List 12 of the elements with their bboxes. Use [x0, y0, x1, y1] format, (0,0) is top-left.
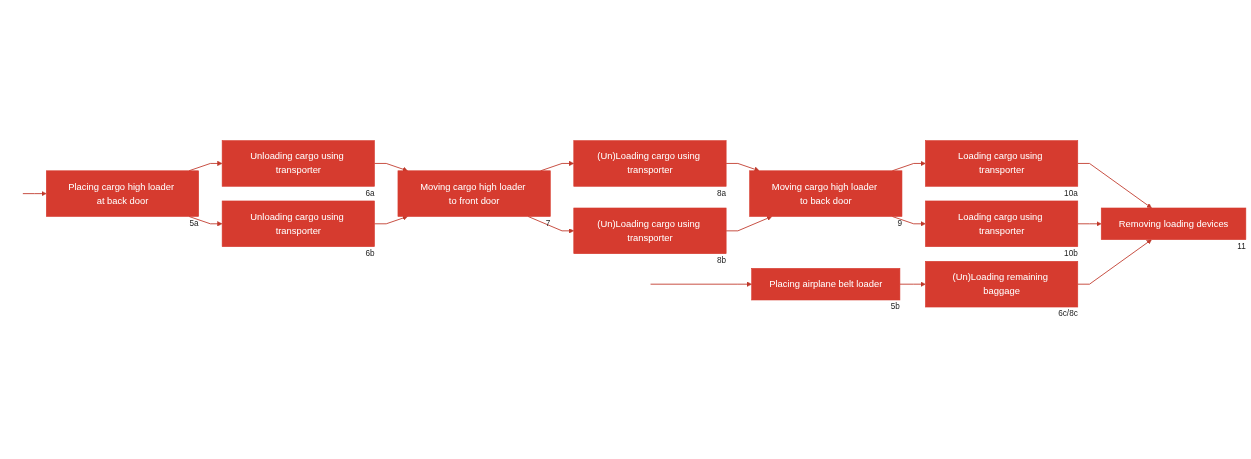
node-box: Loading cargo using transporter	[925, 140, 1079, 187]
node-box: Moving cargo high loader to back door	[749, 170, 903, 217]
node-box: Unloading cargo using transporter	[221, 140, 375, 187]
node-box: (Un)Loading cargo using transporter	[573, 140, 727, 187]
node-box: Placing cargo high loader at back door	[46, 170, 199, 217]
node-box: Placing airplane belt loader	[751, 268, 901, 301]
node-box: (Un)Loading remaining baggage	[925, 261, 1079, 308]
node-box: (Un)Loading cargo using transporter	[573, 207, 727, 254]
node-box: Removing loading devices	[1100, 207, 1247, 240]
node-box: Unloading cargo using transporter	[221, 200, 375, 247]
node-box: Loading cargo using transporter	[925, 200, 1079, 247]
node-box: Moving cargo high loader to front door	[397, 170, 551, 217]
